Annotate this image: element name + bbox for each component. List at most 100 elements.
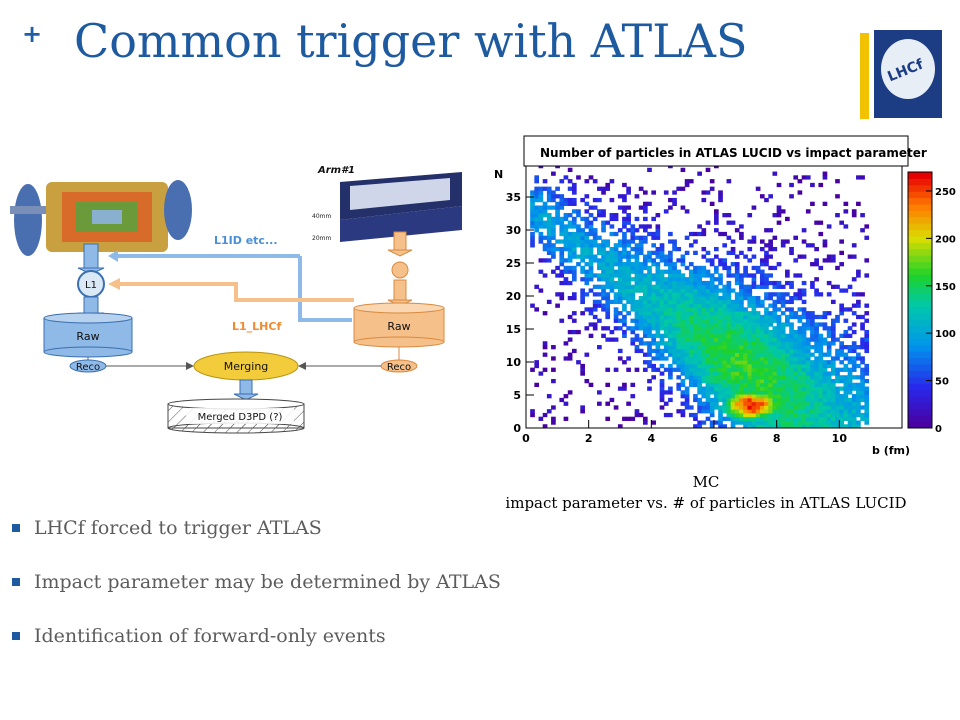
heat-cell	[617, 311, 623, 316]
heat-cell	[701, 231, 707, 237]
heat-cell	[818, 348, 824, 354]
heat-cell	[739, 296, 744, 301]
heat-cell	[805, 367, 811, 372]
heat-cell	[697, 277, 702, 282]
heat-cell	[709, 322, 715, 327]
heat-cell	[642, 326, 648, 331]
heat-cell	[617, 228, 623, 233]
heat-cell	[668, 337, 673, 342]
color-scale-step	[908, 223, 932, 231]
heat-cell	[805, 363, 811, 369]
heat-cell	[663, 280, 669, 286]
heat-cell	[759, 239, 765, 244]
heat-cell	[705, 333, 711, 338]
heat-cell	[835, 367, 840, 372]
heat-cell	[576, 329, 581, 335]
heat-cell	[780, 394, 786, 399]
heat-cell	[797, 386, 803, 391]
heat-cell	[701, 296, 707, 301]
heat-cell	[843, 307, 849, 312]
heat-cell	[755, 394, 761, 399]
heat-cell	[605, 186, 611, 191]
heat-cell	[822, 420, 828, 425]
heat-cell	[663, 367, 669, 372]
heat-cell	[776, 375, 782, 380]
color-scale-step	[908, 197, 932, 205]
heat-cell	[718, 197, 723, 203]
heat-cell	[810, 375, 815, 380]
heat-cell	[676, 314, 682, 320]
heat-cell	[843, 224, 849, 229]
heat-cell	[747, 337, 753, 342]
heat-cell	[801, 314, 807, 320]
heat-cell	[538, 269, 544, 274]
heat-cell	[751, 363, 757, 369]
heat-cell	[684, 311, 690, 316]
heat-cell	[626, 205, 631, 210]
heat-cell	[668, 292, 673, 297]
heat-cell	[668, 197, 673, 203]
heat-cell	[851, 386, 857, 391]
heat-cell	[801, 322, 807, 327]
heat-cell	[668, 375, 673, 380]
heat-cell	[714, 326, 719, 331]
heat-cell	[659, 337, 665, 342]
heat-cell	[638, 246, 644, 252]
heat-cell	[772, 235, 778, 240]
heat-cell	[743, 292, 748, 297]
heat-cell	[814, 288, 819, 293]
heat-cell	[718, 412, 723, 418]
heat-cell	[693, 277, 698, 282]
heat-cell	[605, 269, 611, 274]
heat-cell	[701, 329, 707, 335]
heat-cell	[772, 171, 778, 176]
heat-cell	[597, 345, 602, 350]
heat-cell	[663, 258, 669, 263]
heat-cell	[638, 250, 644, 256]
heat-cell	[856, 390, 861, 395]
heat-cell	[634, 333, 640, 338]
heat-cell	[768, 420, 773, 425]
heat-cell	[659, 311, 665, 316]
heat-cell	[655, 352, 661, 357]
svg-text:L1: L1	[85, 280, 97, 291]
heat-cell	[805, 356, 811, 361]
heat-cell	[739, 318, 744, 323]
heat-cell	[617, 277, 623, 282]
y-tick-label: 10	[506, 356, 522, 369]
heat-cell	[864, 329, 870, 335]
heat-cell	[822, 375, 828, 380]
heat-cell	[697, 378, 702, 384]
heat-cell	[693, 416, 698, 421]
heat-cell	[534, 205, 540, 210]
heat-cell	[780, 424, 786, 429]
heat-cell	[697, 352, 702, 357]
heat-cell	[576, 360, 581, 365]
heat-cell	[818, 375, 824, 380]
heat-cell	[642, 201, 648, 206]
heat-cell	[755, 390, 761, 395]
heat-cell	[772, 303, 778, 308]
heat-cell	[676, 246, 682, 252]
heat-cell	[755, 265, 761, 271]
heat-cell	[755, 363, 761, 369]
heat-cell	[714, 405, 719, 410]
logo-text: LHCf	[885, 56, 926, 86]
heat-cell	[793, 314, 799, 320]
heat-cell	[743, 405, 748, 410]
heat-cell	[776, 348, 782, 354]
heat-cell	[734, 273, 740, 278]
heat-cell	[860, 416, 865, 421]
heat-cell	[668, 345, 673, 350]
heat-cell	[747, 292, 753, 297]
heat-cell	[697, 265, 702, 271]
heat-cell	[571, 201, 577, 206]
heat-cell	[818, 356, 824, 361]
heat-cell	[580, 296, 585, 301]
heat-cell	[759, 371, 765, 376]
heat-cell	[534, 363, 540, 369]
heat-cell	[705, 386, 711, 391]
heat-cell	[680, 333, 686, 338]
heat-cell	[739, 375, 744, 380]
heat-cell	[601, 258, 606, 263]
